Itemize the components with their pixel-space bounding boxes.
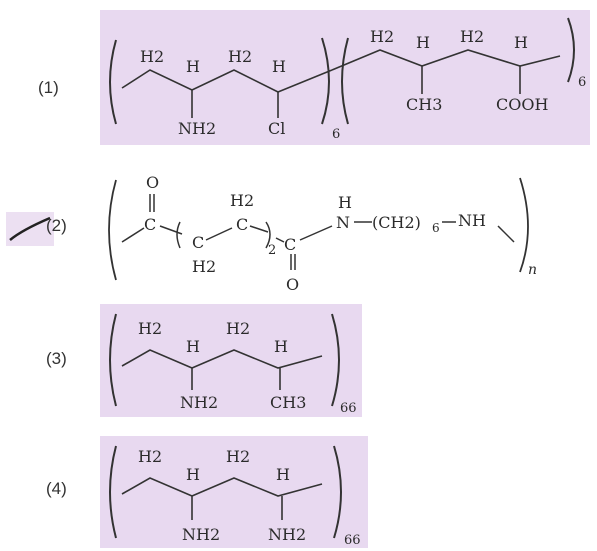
item-2-atom-inner-h2-bottom: H2 (192, 257, 216, 276)
item-1-label: (1) (38, 78, 59, 97)
item-4-structure: H2 H H2 H NH2 NH2 66 (100, 436, 368, 548)
item-2-atom-c-left: C (144, 215, 156, 234)
item-4-subscript: 66 (344, 533, 361, 548)
item-4-atom-h2-b: H2 (226, 447, 250, 466)
item-2-subscript: n (528, 262, 537, 278)
item-2-atom-c-right: C (284, 235, 296, 254)
item-1-atom-cooh: COOH (496, 95, 548, 114)
item-2-atom-o-top: O (146, 173, 159, 192)
item-2-inner-subscript: 2 (268, 243, 276, 258)
item-1-atom-h-d: H (514, 33, 528, 52)
item-1-atom-h2-c: H2 (370, 27, 394, 46)
item-2-atom-inner-c-left: C (192, 233, 204, 252)
item-2-atom-nh-n: N (336, 213, 350, 232)
item-2-atom-o-bottom: O (286, 275, 299, 294)
item-4-atom-nh2-a: NH2 (182, 525, 220, 544)
item-3-atom-h-a: H (186, 337, 200, 356)
item-1-atom-cl: Cl (268, 119, 285, 138)
item-4-atom-h-b: H (276, 465, 290, 484)
item-2-atom-inner-c-right: C (236, 215, 248, 234)
item-2-atom-nh-h: H (338, 193, 352, 212)
item-3-subscript: 66 (340, 401, 357, 416)
item-1-atom-h-a: H (186, 57, 200, 76)
item-1-atom-ch3: CH3 (406, 95, 442, 114)
item-3-atom-h2-a: H2 (138, 319, 162, 338)
item-2-atom-nh-end: NH (458, 211, 486, 230)
item-3-atom-h2-b: H2 (226, 319, 250, 338)
check-mark-icon (6, 212, 54, 246)
item-1-subscript-a: 6 (332, 127, 340, 142)
item-1-structure: H2 H H2 H NH2 Cl 6 H2 H H2 H CH3 COOH 6 (100, 10, 590, 145)
item-2-atom-inner-h2-top: H2 (230, 191, 254, 210)
item-1-subscript-b: 6 (578, 75, 586, 90)
item-3-atom-nh2: NH2 (180, 393, 218, 412)
item-3-structure: H2 H H2 H NH2 CH3 66 (100, 304, 362, 417)
item-1-atom-h-b: H (272, 57, 286, 76)
item-4-atom-nh2-b: NH2 (268, 525, 306, 544)
item-4-atom-h-a: H (186, 465, 200, 484)
item-2-structure: O C C H2 H2 C 2 C O H N (CH2) 6 NH n (100, 168, 560, 298)
item-3-atom-ch3: CH3 (270, 393, 306, 412)
item-4-label: (4) (46, 479, 67, 498)
item-2-ch2-subscript: 6 (432, 221, 440, 235)
item-2-ch2-group: (CH2) (372, 213, 421, 232)
item-2-label: (2) (46, 216, 67, 235)
item-1-atom-h2-b: H2 (228, 47, 252, 66)
item-1-atom-nh2: NH2 (178, 119, 216, 138)
item-4-atom-h2-a: H2 (138, 447, 162, 466)
item-1-atom-h2-d: H2 (460, 27, 484, 46)
item-1-atom-h2-a: H2 (140, 47, 164, 66)
item-1-atom-h-c: H (416, 33, 430, 52)
item-3-atom-h-b: H (274, 337, 288, 356)
item-3-label: (3) (46, 349, 67, 368)
